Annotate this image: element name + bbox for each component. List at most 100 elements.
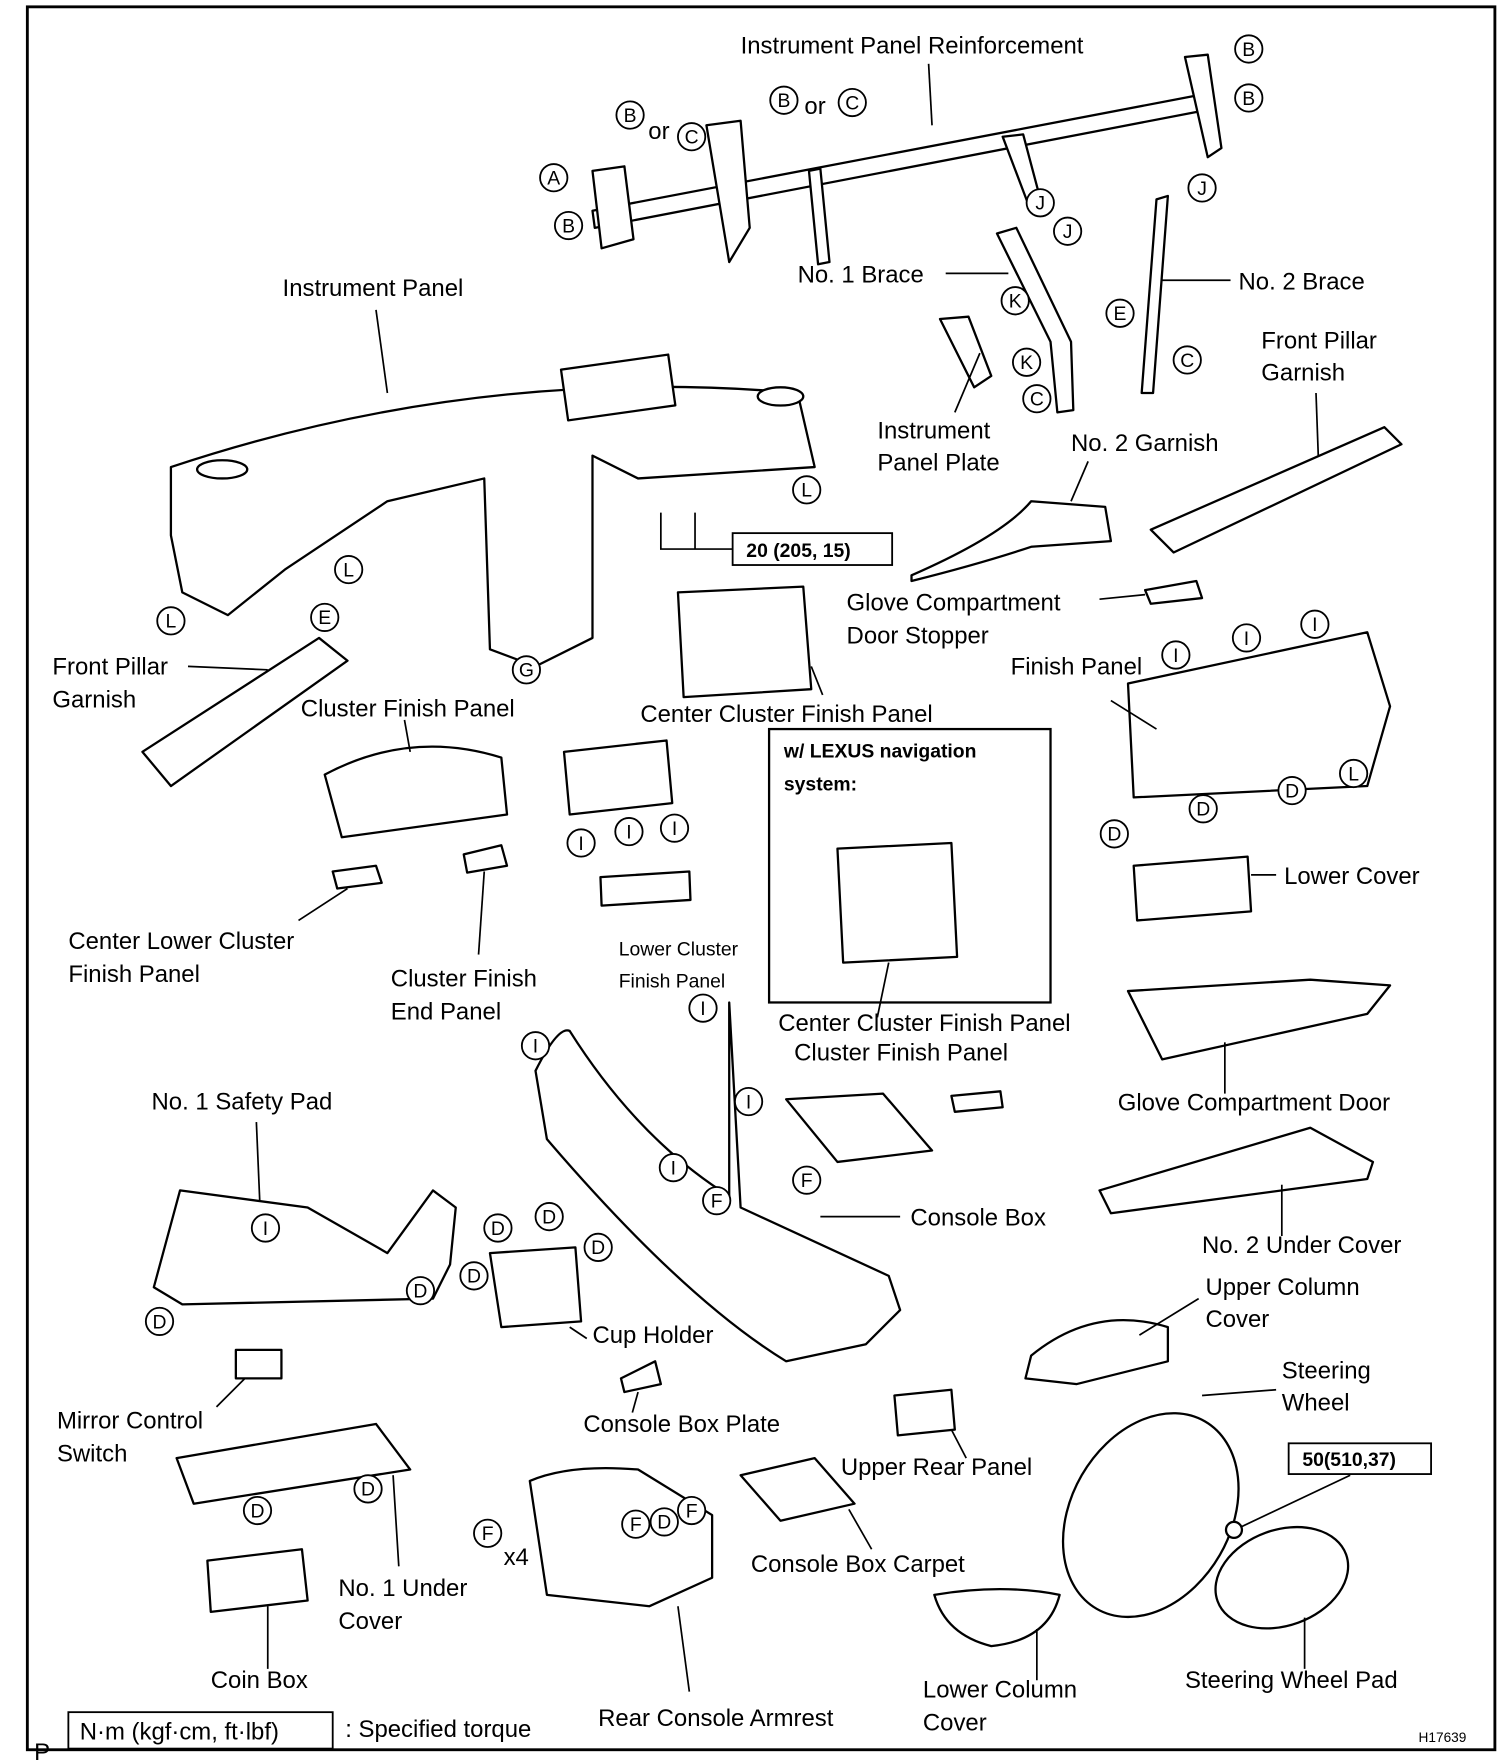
label-nav-cluster-finish: Cluster Finish Panel xyxy=(794,1040,1008,1067)
reference-mark-circle xyxy=(702,1186,732,1216)
label-nav-box-2: system: xyxy=(784,774,857,796)
reference-mark-d: D xyxy=(534,1202,564,1232)
reference-mark-circle xyxy=(520,1031,551,1061)
console-box-carpet xyxy=(739,1456,856,1522)
reference-mark-circle xyxy=(792,1165,822,1195)
reference-mark-i: I xyxy=(688,993,718,1023)
label-cup-holder: Cup Holder xyxy=(592,1322,713,1349)
reference-mark-circle xyxy=(733,1086,764,1117)
label-upper-column-1: Upper Column xyxy=(1205,1274,1359,1301)
label-console-box: Console Box xyxy=(910,1205,1046,1232)
reference-mark-i: I xyxy=(614,817,644,847)
diagram-frame xyxy=(25,5,1497,1752)
reference-mark-letter: J xyxy=(1197,178,1207,200)
reference-mark-j: J xyxy=(1053,216,1083,246)
reference-mark-f: F xyxy=(473,1518,503,1548)
reference-mark-letter: I xyxy=(1173,645,1178,667)
reference-mark-circle xyxy=(539,163,569,193)
finish-panel xyxy=(1126,631,1392,799)
reference-mark-circle xyxy=(688,993,718,1023)
reference-mark-circle xyxy=(837,87,867,118)
reference-mark-circle xyxy=(1161,640,1191,670)
reference-mark-letter: L xyxy=(801,480,812,502)
label-upper-column-2: Cover xyxy=(1205,1306,1269,1333)
reference-mark-circle xyxy=(583,1232,613,1262)
reference-mark-letter: I xyxy=(1244,628,1249,650)
label-front-pillar-garnish-r-1: Front Pillar xyxy=(1261,328,1377,355)
reference-mark-circle xyxy=(1022,384,1052,414)
legend-torque-text: : Specified torque xyxy=(345,1716,531,1743)
reference-mark-letter: J xyxy=(1063,221,1073,243)
label-cluster-finish-end-2: End Panel xyxy=(391,999,501,1026)
reference-mark-circle xyxy=(310,602,340,633)
label-lower-cover: Lower Cover xyxy=(1284,863,1420,890)
reference-mark-letter: C xyxy=(845,92,859,114)
label-coin-box: Coin Box xyxy=(211,1667,308,1694)
no1-brace xyxy=(995,226,1075,414)
instrument-panel-reinforcement xyxy=(591,53,1223,266)
reference-mark-letter: D xyxy=(591,1237,605,1259)
label-ip-reinforcement: Instrument Panel Reinforcement xyxy=(741,33,1084,60)
reference-mark-circle xyxy=(144,1306,175,1337)
label-front-pillar-garnish-r-2: Garnish xyxy=(1261,359,1345,386)
label-no2-garnish: No. 2 Garnish xyxy=(1071,430,1219,457)
label-steering-wheel-1: Steering xyxy=(1282,1357,1371,1384)
reference-mark-circle xyxy=(1300,609,1330,639)
reference-mark-letter: L xyxy=(1348,763,1359,785)
reference-mark-letter: C xyxy=(685,127,699,149)
reference-mark-letter: I xyxy=(533,1036,538,1058)
reference-mark-f: F xyxy=(677,1495,707,1526)
reference-mark-d: D xyxy=(459,1261,489,1291)
label-no1-brace: No. 1 Brace xyxy=(798,262,924,289)
reference-mark-letter: I xyxy=(263,1218,268,1240)
instrument-panel xyxy=(169,353,816,668)
lower-column-cover xyxy=(933,1587,1061,1648)
figure-id: H17639 xyxy=(1419,1730,1467,1745)
reference-mark-b: B xyxy=(769,85,799,115)
reference-mark-d: D xyxy=(583,1232,613,1262)
console-box-plate xyxy=(619,1360,662,1394)
label-no1-under-1: No. 1 Under xyxy=(338,1575,467,1602)
reference-mark-circle xyxy=(1231,623,1262,653)
reference-mark-l: L xyxy=(792,475,822,505)
reference-mark-circle xyxy=(621,1509,651,1539)
torque-ip-bolt: 20 (205, 15) xyxy=(746,540,850,562)
reference-mark-b: B xyxy=(1234,83,1264,113)
reference-mark-l: L xyxy=(1339,758,1369,789)
label-center-lower-cluster-1: Center Lower Cluster xyxy=(68,928,294,955)
reference-mark-letter: D xyxy=(1196,799,1210,821)
reference-mark-circle xyxy=(473,1518,503,1548)
reference-mark-circle xyxy=(792,475,822,505)
reference-mark-d: D xyxy=(483,1213,513,1243)
legend-torque-units: N·m (kgf·cm, ft·lbf) xyxy=(80,1718,279,1745)
reference-mark-circle xyxy=(1000,286,1030,316)
reference-mark-circle xyxy=(353,1474,383,1504)
reference-mark-d: D xyxy=(1099,819,1129,849)
steering-wheel xyxy=(1061,1412,1240,1619)
reference-mark-circle xyxy=(1187,173,1217,203)
reference-mark-circle xyxy=(1099,819,1129,849)
upper-rear-panel xyxy=(893,1388,956,1437)
label-steering-wheel-2: Wheel xyxy=(1282,1389,1350,1416)
label-no2-under-cover: No. 2 Under Cover xyxy=(1202,1232,1401,1259)
reference-mark-letter: J xyxy=(1035,193,1045,215)
reference-mark-circle xyxy=(658,1153,688,1183)
reference-mark-d: D xyxy=(353,1474,383,1504)
reference-mark-letter: B xyxy=(562,215,575,237)
reference-mark-letter: F xyxy=(630,1514,642,1536)
reference-mark-circle xyxy=(1188,794,1218,824)
label-mirror-switch-2: Switch xyxy=(57,1441,127,1468)
reference-mark-letter: D xyxy=(153,1311,167,1333)
reference-mark-letter: I xyxy=(671,1157,676,1179)
torque-box-ip xyxy=(731,532,894,566)
reference-mark-c: C xyxy=(677,122,707,152)
reference-mark-a: A xyxy=(539,163,569,193)
reference-mark-circle xyxy=(405,1276,436,1306)
label-front-pillar-garnish-l-1: Front Pillar xyxy=(52,653,168,680)
torque-steering-nut: 50(510,37) xyxy=(1302,1449,1396,1471)
torque-box-steering xyxy=(1287,1442,1432,1475)
reference-mark-f: F xyxy=(792,1165,822,1195)
reference-mark-circle xyxy=(1234,83,1264,113)
reference-mark-i: I xyxy=(659,813,690,843)
